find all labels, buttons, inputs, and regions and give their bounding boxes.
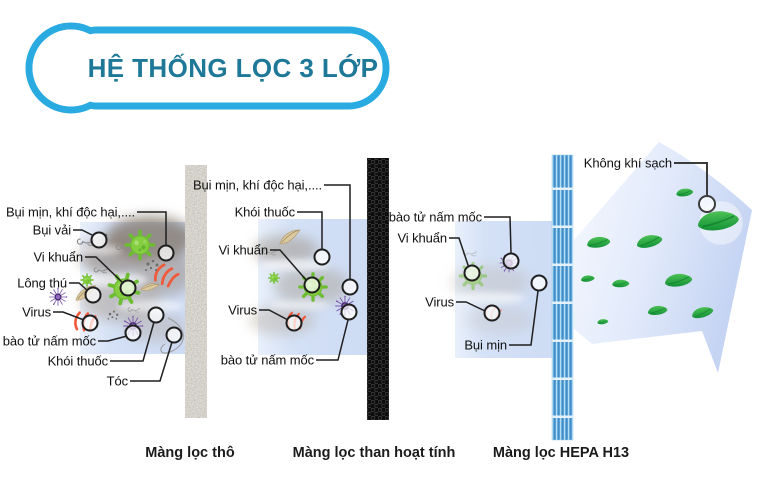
s1-label-bao-tu-nam-moc: bào tử nấm mốc: [2, 333, 96, 349]
title-badge-shape: [25, 22, 390, 114]
clean-air-arrow: [574, 142, 752, 373]
s3-label-virus: Virus: [425, 294, 454, 310]
page-title: HỆ THỐNG LỌC 3 LỚP: [87, 52, 379, 83]
s1-label-bui-vai: Bụi vải: [32, 222, 71, 238]
hepa-filter-strip: [551, 154, 574, 441]
callout-lines: [53, 162, 708, 382]
s3-label-vi-khuan: Vi khuẩn: [397, 230, 447, 246]
smoke-wisps-2: [261, 259, 330, 310]
coarse-filter-strip: [185, 165, 207, 418]
s1-label-bui-min-khi-doc-hai: Bụi mịn, khí độc hại,....: [5, 204, 135, 220]
bacteria-icon: [267, 271, 281, 285]
hair-icon: [160, 317, 184, 354]
bacteria-icon: [124, 229, 156, 261]
stage-label-carbon: Màng lọc than hoạt tính: [292, 445, 456, 461]
s2-label-vi-khuan: Vi khuẩn: [218, 242, 268, 258]
s1-label-virus: Virus: [22, 304, 51, 320]
s2-label-khoi-thuoc: Khói thuốc: [234, 204, 296, 220]
bacteria-icon: [80, 273, 94, 287]
smoke-wisps-3: [452, 292, 524, 304]
s1-label-long-thu: Lông thú: [17, 275, 67, 291]
carbon-filter-strip: [367, 158, 389, 420]
title-badge: HỆ THỐNG LỌC 3 LỚP: [22, 20, 394, 116]
stage-label-hepa: Màng lọc HEPA H13: [492, 445, 630, 461]
s2-label-virus: Virus: [228, 302, 257, 318]
s1-label-toc: Tóc: [106, 373, 128, 389]
s2-label-bao-tu-nam-moc: bào tử nấm mốc: [220, 352, 314, 368]
s1-label-khoi-thuoc: Khói thuốc: [47, 353, 109, 369]
s2-label-bui-min-khi-doc-hai: Bụi mịn, khí độc hại,....: [192, 177, 322, 193]
s3-label-bui-min: Bụi mịn: [464, 337, 507, 353]
s1-label-vi-khuan: Vi khuẩn: [33, 249, 83, 265]
callout-markers: [81, 195, 716, 344]
s3-label-bao-tu-nam-moc: bào tử nấm mốc: [388, 209, 482, 225]
label-khong-khi-sach: Không khí sạch: [583, 155, 672, 171]
stage-label-coarse: Màng lọc thô: [145, 445, 235, 461]
